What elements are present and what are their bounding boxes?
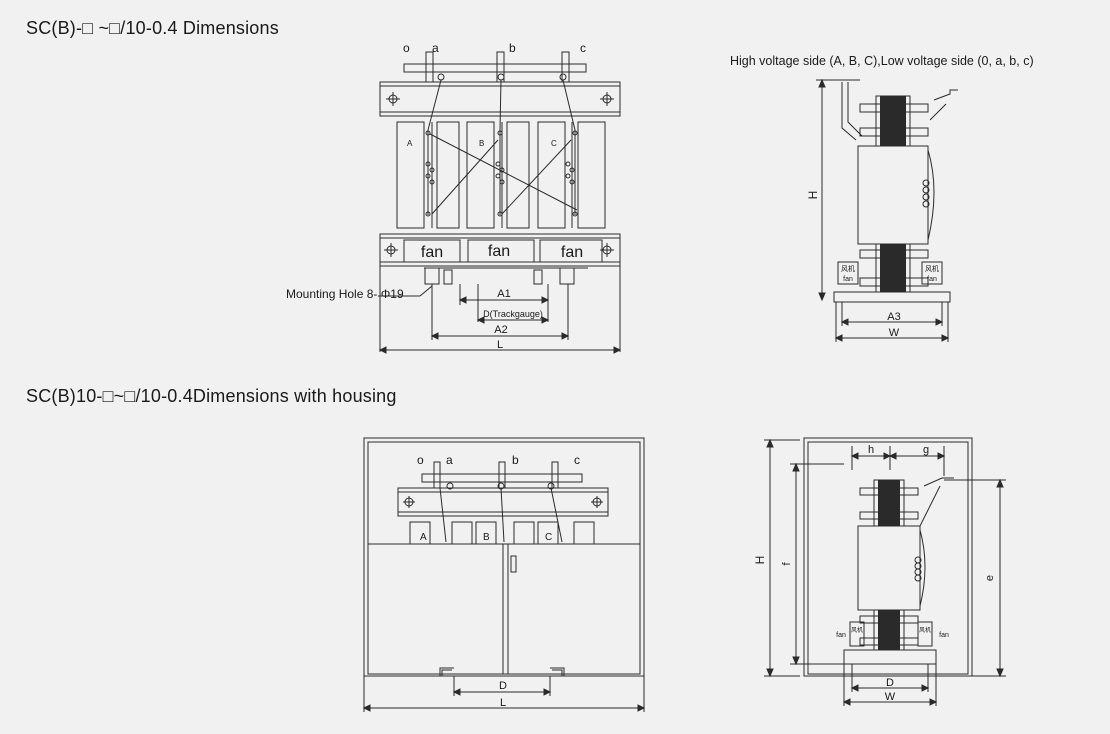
terminal-o-label: o bbox=[403, 41, 410, 55]
coil-b-label: B bbox=[479, 139, 484, 148]
housing-terminal-c-label: c bbox=[574, 453, 580, 467]
fan-label-3: fan bbox=[561, 244, 583, 261]
housing-terminal-b-label: b bbox=[512, 453, 519, 467]
terminal-a-label: a bbox=[432, 41, 439, 55]
housing-dim-w-label: W bbox=[885, 691, 896, 703]
fan-label-2: fan bbox=[488, 243, 510, 260]
housing-fan-label-left: fan bbox=[836, 632, 846, 639]
housing-coil-b-label: B bbox=[483, 532, 490, 543]
dim-a1-label: A1 bbox=[497, 288, 510, 300]
fan-cn-label-left: 风机 bbox=[841, 264, 855, 273]
fan-label-side-left: fan bbox=[843, 276, 853, 283]
housing-terminal-a-label: a bbox=[446, 453, 453, 467]
terminal-b-label: b bbox=[509, 41, 516, 55]
front-view-diagram bbox=[378, 51, 622, 354]
section-1-title: SC(B)-□ ~□/10-0.4 Dimensions bbox=[26, 18, 279, 38]
coil-a-label: A bbox=[407, 139, 413, 148]
housing-fan-cn-left: 风机 bbox=[851, 626, 863, 634]
housing-dim-d-side-label: D bbox=[886, 677, 894, 689]
housing-front-diagram bbox=[362, 437, 646, 712]
housing-terminal-o-label: o bbox=[417, 453, 424, 467]
dim-h-label: H bbox=[806, 191, 820, 200]
dim-d-trackgauge-label: D(Trackgauge) bbox=[483, 309, 543, 319]
fan-cn-label-right: 风机 bbox=[925, 264, 939, 273]
side-view-diagram bbox=[816, 78, 958, 342]
housing-dim-f-label: f bbox=[781, 562, 793, 566]
housing-dim-d-label: D bbox=[499, 680, 507, 692]
housing-fan-label-right: fan bbox=[939, 632, 949, 639]
housing-coil-a-label: A bbox=[420, 532, 427, 543]
mounting-hole-note: Mounting Hole 8- Φ19 bbox=[286, 287, 404, 301]
voltage-sides-note: High voltage side (A, B, C),Low voltage … bbox=[730, 54, 1034, 68]
housing-dim-g-label: g bbox=[923, 444, 929, 456]
housing-fan-cn-right: 风机 bbox=[919, 626, 931, 634]
section-2-title: SC(B)10-□~□/10-0.4Dimensions with housin… bbox=[26, 386, 397, 406]
housing-coil-c-label: C bbox=[545, 532, 552, 543]
dim-a2-label: A2 bbox=[494, 324, 507, 336]
housing-side-diagram bbox=[764, 437, 1006, 706]
coil-c-label: C bbox=[551, 139, 557, 148]
fan-label-1: fan bbox=[421, 244, 443, 261]
housing-dim-h-label: H bbox=[753, 556, 767, 565]
housing-dim-h-small-label: h bbox=[868, 444, 874, 456]
housing-dim-l-label: L bbox=[500, 697, 506, 709]
fan-label-side-right: fan bbox=[927, 276, 937, 283]
dim-l-label: L bbox=[497, 339, 503, 351]
dim-w-label: W bbox=[889, 327, 900, 339]
housing-dim-e-label: e bbox=[984, 575, 996, 581]
terminal-c-label: c bbox=[580, 41, 586, 55]
dim-a3-label: A3 bbox=[887, 311, 900, 323]
